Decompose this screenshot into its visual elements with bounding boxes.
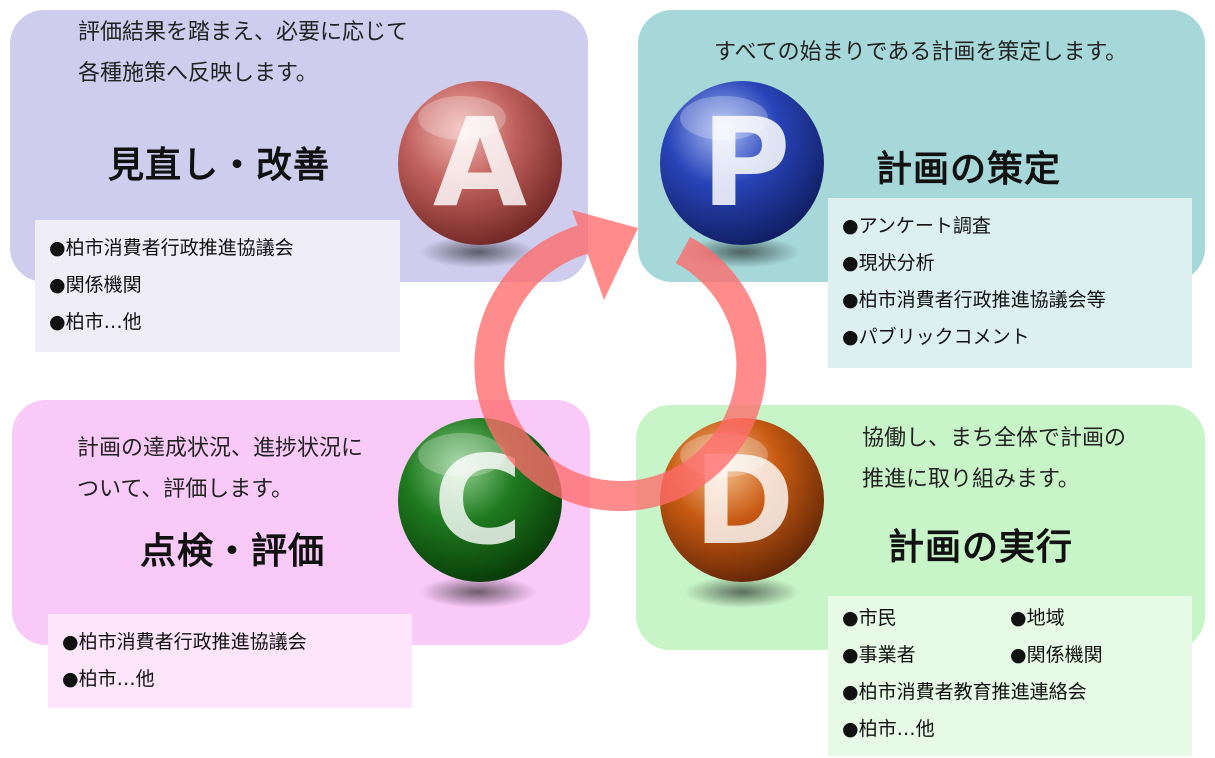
do-list-item: ●関係機関 xyxy=(1010,644,1103,666)
plan-list-item: ●アンケート調査 xyxy=(842,215,991,237)
plan-list-item: ●現状分析 xyxy=(842,252,935,274)
plan-list-item: ●柏市消費者行政推進協議会等 xyxy=(842,289,1106,311)
check-description-line2: ついて、評価します。 xyxy=(77,477,294,502)
do-list-item: ●柏市…他 xyxy=(842,718,935,740)
plan-description-line1: すべての始まりである計画を策定します。 xyxy=(714,40,1128,65)
do-list-item: ●地域 xyxy=(1010,607,1065,629)
plan-list-item: ●パブリックコメント xyxy=(842,326,1030,348)
check-description: 計画の達成状況、進捗状況に ついて、評価します。 xyxy=(77,428,363,510)
check-list: ●柏市消費者行政推進協議会 ●柏市…他 xyxy=(48,614,412,708)
do-title: 計画の実行 xyxy=(888,527,1074,568)
act-list: ●柏市消費者行政推進協議会 ●関係機関 ●柏市…他 xyxy=(35,220,400,352)
plan-description: すべての始まりである計画を策定します。 xyxy=(714,32,1127,73)
act-title: 見直し・改善 xyxy=(108,145,331,186)
do-list-item: ●市民 xyxy=(842,607,897,629)
plan-letter: P xyxy=(701,92,790,234)
check-title: 点検・評価 xyxy=(140,531,326,572)
act-letter: A xyxy=(433,92,527,234)
do-description-line1: 協働し、まち全体で計画の xyxy=(862,426,1127,451)
cycle-arrow-ring xyxy=(474,221,767,512)
check-sphere-shadow xyxy=(420,576,536,608)
do-list-item: ●柏市消費者教育推進連絡会 xyxy=(842,681,1087,703)
act-sphere-highlight xyxy=(418,96,506,140)
act-list-item: ●関係機関 xyxy=(49,274,142,296)
do-list-row: ●市民 ●地域 xyxy=(842,600,1178,637)
act-description-line1: 評価結果を踏まえ、必要に応じて xyxy=(78,20,409,45)
act-list-item: ●柏市…他 xyxy=(49,311,142,333)
do-description: 協働し、まち全体で計画の 推進に取り組みます。 xyxy=(862,418,1126,500)
do-description-line2: 推進に取り組みます。 xyxy=(862,467,1080,492)
do-list-item: ●事業者 xyxy=(842,644,916,666)
plan-title: 計画の策定 xyxy=(876,149,1062,190)
check-description-line1: 計画の達成状況、進捗状況に xyxy=(77,436,364,461)
plan-sphere-highlight xyxy=(680,96,768,140)
cycle-arrow-head xyxy=(572,210,638,300)
check-sphere-highlight xyxy=(418,433,506,477)
act-description-line2: 各種施策へ反映します。 xyxy=(78,61,318,86)
do-list: ●市民 ●地域 ●事業者 ●関係機関 ●柏市消費者教育推進連絡会 ●柏市…他 xyxy=(828,596,1192,756)
check-list-item: ●柏市…他 xyxy=(62,668,155,690)
act-sphere xyxy=(398,81,562,245)
act-sphere-shadow xyxy=(420,236,536,268)
plan-list: ●アンケート調査 ●現状分析 ●柏市消費者行政推進協議会等 ●パブリックコメント xyxy=(828,198,1192,368)
cycle-arrow xyxy=(474,210,767,512)
do-list-row: ●事業者 ●関係機関 xyxy=(842,637,1178,674)
do-sphere-shadow xyxy=(684,576,800,608)
check-list-item: ●柏市消費者行政推進協議会 xyxy=(62,631,307,653)
plan-sphere xyxy=(660,81,824,245)
act-description: 評価結果を踏まえ、必要に応じて 各種施策へ反映します。 xyxy=(78,12,408,94)
act-list-item: ●柏市消費者行政推進協議会 xyxy=(49,237,294,259)
